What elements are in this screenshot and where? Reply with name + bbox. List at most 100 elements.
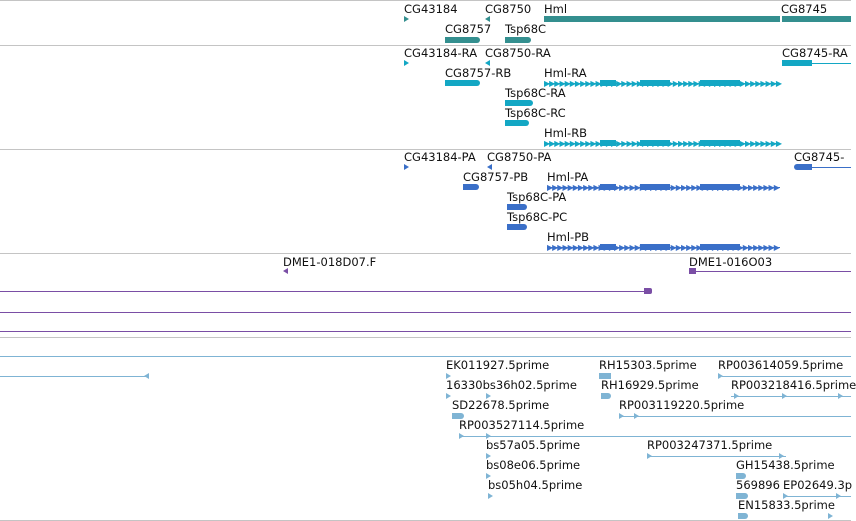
track-divider	[0, 45, 851, 46]
clone-feature-dme1-018d07f[interactable]	[283, 268, 288, 274]
est-feature-bs57a05[interactable]	[486, 453, 491, 459]
est-feature-rp003527114[interactable]	[459, 433, 464, 439]
transcript-exon	[700, 140, 740, 146]
est-feature-16330[interactable]	[446, 393, 451, 399]
protein-label-cg8750-pa[interactable]: CG8750-PA	[487, 150, 552, 164]
est-feature-rp003218416[interactable]	[734, 393, 739, 399]
est-label-rp003527114[interactable]: RP003527114.5prime	[459, 418, 585, 432]
est-label-569896[interactable]: 569896	[736, 478, 780, 492]
est-feature	[782, 393, 787, 399]
est-feature-en15833[interactable]	[738, 513, 748, 519]
gene-feature-cg8745[interactable]	[782, 16, 851, 22]
est-label-gh15438[interactable]: GH15438.5prime	[736, 458, 835, 472]
protein-feature-tsp68c-pa[interactable]	[507, 204, 527, 210]
transcript-feature-cg8757-rb[interactable]	[445, 80, 480, 86]
est-feature	[779, 453, 784, 459]
protein-exon	[600, 244, 616, 250]
clone-span-dme1-016o03	[696, 271, 851, 272]
est-feature-569896[interactable]	[736, 493, 748, 499]
est-label-rp003247371[interactable]: RP003247371.5prime	[647, 438, 773, 452]
est-feature-ek011927[interactable]	[446, 373, 451, 379]
transcript-label-tsp68c-ra[interactable]: Tsp68C-RA	[505, 86, 566, 100]
est-feature-bs08e06[interactable]	[486, 473, 491, 479]
track-divider	[0, 337, 851, 338]
est-label-ep02649[interactable]: EP02649.3p	[783, 478, 853, 492]
est-label-rp003119220[interactable]: RP003119220.5prime	[619, 398, 745, 412]
clone-span	[0, 312, 851, 313]
protein-label-tsp68c-pa[interactable]: Tsp68C-PA	[507, 190, 567, 204]
est-label-rh15303[interactable]: RH15303.5prime	[599, 358, 697, 372]
est-feature	[828, 513, 833, 519]
protein-label-hml-pb[interactable]: Hml-PB	[547, 230, 590, 244]
transcript-feature-cg8750-ra[interactable]	[485, 60, 490, 66]
transcript-label-cg8745-ra[interactable]: CG8745-RA	[782, 46, 848, 60]
est-feature-bs05h04[interactable]	[488, 493, 493, 499]
gene-label-cg8745[interactable]: CG8745	[781, 2, 828, 16]
transcript-label-hml-ra[interactable]: Hml-RA	[544, 66, 587, 80]
transcript-feature-tsp68c-rc[interactable]	[505, 120, 529, 126]
gene-feature-tsp68c[interactable]	[505, 37, 531, 43]
protein-feature-cg8757-pb[interactable]	[463, 184, 479, 190]
transcript-label-tsp68c-rc[interactable]: Tsp68C-RC	[505, 106, 566, 120]
protein-feature-cg8750-pa[interactable]	[487, 164, 492, 170]
transcript-label-hml-rb[interactable]: Hml-RB	[544, 126, 588, 140]
transcript-feature-cg43184-ra[interactable]	[404, 60, 409, 66]
est-label-ek011927[interactable]: EK011927.5prime	[446, 358, 550, 372]
est-feature-rh15303[interactable]	[599, 373, 611, 379]
est-feature-gh15438[interactable]	[736, 473, 746, 479]
clone-end-feature[interactable]	[644, 288, 652, 294]
est-label-bs08e06[interactable]: bs08e06.5prime	[486, 458, 581, 472]
transcript-feature-cg8745-ra[interactable]	[782, 60, 812, 66]
est-label-bs57a05[interactable]: bs57a05.5prime	[486, 438, 581, 452]
est-feature-bs36h02[interactable]	[486, 393, 491, 399]
track-divider	[0, 253, 851, 254]
transcript-feature-tsp68c-ra[interactable]	[505, 100, 533, 106]
est-label-rp003218416[interactable]: RP003218416.5prime	[731, 378, 856, 392]
protein-exon	[600, 184, 616, 190]
gene-label-cg8757[interactable]: CG8757	[445, 22, 492, 36]
est-label-rh16929[interactable]: RH16929.5prime	[601, 378, 699, 392]
protein-label-cg8757-pb[interactable]: CG8757-PB	[463, 170, 529, 184]
transcript-label-cg8757-rb[interactable]: CG8757-RB	[445, 66, 512, 80]
transcript-label-cg8750-ra[interactable]: CG8750-RA	[485, 46, 551, 60]
gene-label-tsp68c[interactable]: Tsp68C	[505, 22, 547, 36]
est-feature-rp003119220[interactable]	[619, 413, 624, 419]
est-label-rp003614059[interactable]: RP003614059.5prime	[718, 358, 844, 372]
protein-intron-cg8745	[812, 167, 851, 168]
clone-span	[0, 291, 645, 292]
gene-feature-cg8750[interactable]	[485, 16, 490, 22]
protein-feature-cg43184-pa[interactable]	[404, 164, 409, 170]
protein-label-hml-pa[interactable]: Hml-PA	[547, 170, 589, 184]
transcript-label-cg43184-ra[interactable]: CG43184-RA	[404, 46, 478, 60]
protein-feature-tsp68c-pc[interactable]	[507, 224, 527, 230]
est-label-en15833[interactable]: EN15833.5prime	[738, 498, 835, 512]
est-label-bs05h04[interactable]: bs05h04.5prime	[488, 478, 583, 492]
est-feature-rh16929[interactable]	[601, 393, 611, 399]
protein-label-cg43184-pa[interactable]: CG43184-PA	[404, 150, 476, 164]
protein-exon	[640, 244, 670, 250]
est-feature-rp003614059[interactable]	[718, 373, 723, 379]
gene-label-hml[interactable]: Hml	[544, 2, 568, 16]
clone-label-dme1-016o03[interactable]: DME1-016O03	[689, 255, 773, 269]
clone-label-dme1-018d07f[interactable]: DME1-018D07.F	[283, 255, 377, 269]
protein-label-tsp68c-pc[interactable]: Tsp68C-PC	[507, 210, 568, 224]
est-span	[786, 496, 851, 497]
est-span	[0, 356, 851, 357]
est-feature[interactable]	[144, 373, 149, 379]
est-label-sd22678[interactable]: SD22678.5prime	[452, 398, 550, 412]
protein-exon	[700, 244, 740, 250]
gene-feature-cg8757[interactable]	[445, 37, 480, 43]
gene-feature-hml[interactable]	[544, 16, 780, 22]
gene-label-cg8750[interactable]: CG8750	[485, 2, 532, 16]
gene-feature-cg43184[interactable]	[404, 16, 409, 22]
est-span	[650, 456, 786, 457]
est-label-16330bs36h02[interactable]: 16330bs36h02.5prime	[446, 378, 577, 392]
transcript-exon	[600, 80, 616, 86]
clone-feature-dme1-016o03[interactable]	[689, 268, 696, 274]
protein-label-cg8745[interactable]: CG8745-	[794, 150, 845, 164]
est-feature-rp003247371[interactable]	[647, 453, 652, 459]
est-feature-ep02649[interactable]	[783, 493, 788, 499]
est-feature-sd22678[interactable]	[452, 413, 464, 419]
protein-feature-cg8745[interactable]	[794, 164, 812, 170]
gene-label-cg43184[interactable]: CG43184	[404, 2, 458, 16]
